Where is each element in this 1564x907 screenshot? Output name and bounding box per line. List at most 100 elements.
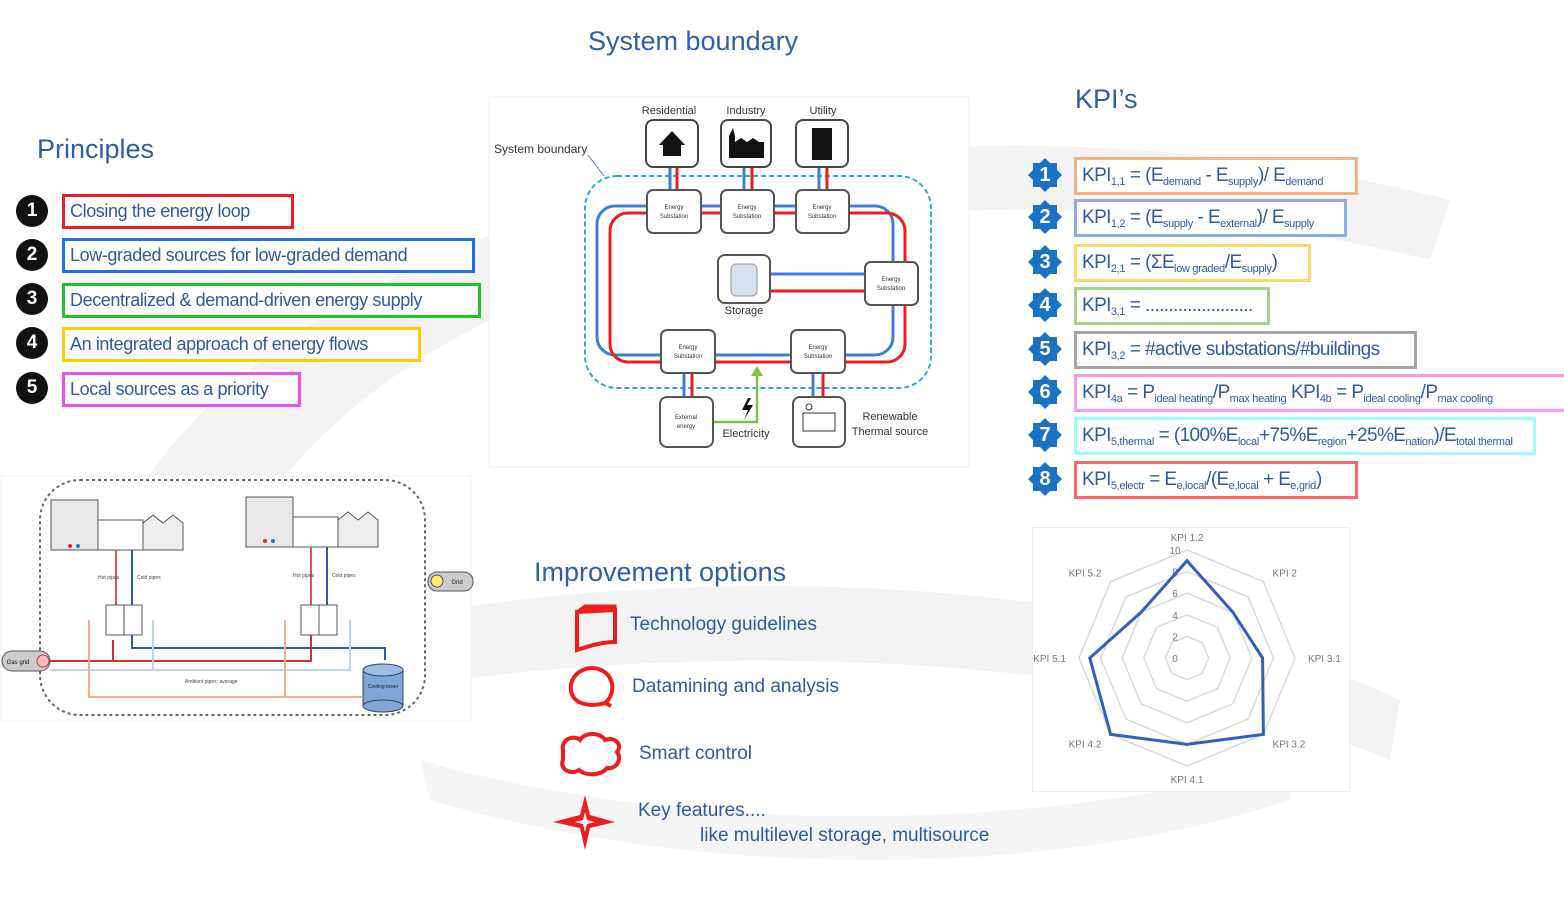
formula-subscript: local — [1237, 436, 1259, 448]
house-icon — [659, 131, 685, 156]
radar-tick-label: 6 — [1172, 589, 1178, 600]
kpi-number: 6 — [1039, 381, 1051, 403]
kpi-number: 3 — [1039, 251, 1051, 273]
external-energy-label-2: energy — [677, 424, 695, 430]
formula-text: = P — [1122, 382, 1155, 403]
cold-pipes-label-2: Cold pipes — [332, 573, 356, 579]
heat-exchangers — [105, 604, 338, 636]
electricity-arrow-icon — [751, 366, 763, 376]
pipes — [50, 547, 386, 698]
star-badge-icon — [1028, 418, 1062, 452]
svg-text:Substation: Substation — [808, 214, 836, 220]
principle-4: An integrated approach of energy flows — [62, 327, 421, 362]
formula-text: - E — [1200, 165, 1229, 186]
formula-subscript: supply — [1241, 263, 1272, 275]
formula-text: = #active substations/#buildings — [1125, 339, 1380, 360]
improvement-options-title: Improvement options — [534, 557, 787, 587]
factory-icon — [729, 128, 764, 158]
formula-subscript: max cooling — [1437, 393, 1493, 405]
radar-grid-ring — [1142, 613, 1232, 703]
principle-number-1: 1 — [16, 195, 48, 227]
formula-subscript: 4b — [1319, 393, 1332, 405]
star-badge-icon — [1028, 288, 1062, 322]
radar-axis-label: KPI 4.2 — [1069, 740, 1102, 751]
kpi-badge-6: 6 — [1028, 375, 1062, 409]
formula-subscript: e,local — [1228, 480, 1259, 492]
formula-text: = P — [1331, 382, 1364, 403]
formula-subscript: e,grid — [1290, 480, 1316, 492]
formula-subscript: region — [1317, 436, 1347, 448]
kpi-number: 2 — [1039, 206, 1051, 228]
formula-text: KPI — [1082, 425, 1111, 446]
hot-pipes-label-2: Hot pipes — [293, 573, 315, 579]
principle-3: Decentralized & demand-driven energy sup… — [62, 283, 481, 318]
principles-title: Principles — [37, 134, 155, 164]
storage-tank-icon — [730, 263, 758, 297]
formula-subscript: nation — [1405, 436, 1434, 448]
svg-text:Energy: Energy — [678, 345, 697, 351]
improvement-icons — [553, 604, 622, 850]
consumer-label-industry: Industry — [726, 105, 766, 117]
hot-pipes-label: Hot pipes — [98, 575, 120, 581]
improvement-key-features-detail: like multilevel storage, multisource — [700, 825, 990, 846]
formula-subscript: total thermal — [1456, 436, 1513, 448]
formula-subscript: 5,electr — [1110, 480, 1145, 492]
principle-number-3: 3 — [16, 283, 48, 315]
network-diagram: Hot pipes Cold pipes Hot pipes Cold pipe… — [0, 475, 474, 722]
branch-pipes — [668, 166, 829, 397]
svg-text:Substation: Substation — [733, 214, 761, 220]
electricity-label: Electricity — [722, 428, 770, 440]
formula-text: KPI — [1082, 252, 1111, 273]
system-boundary-title: System boundary — [588, 26, 799, 56]
formula-text: = (ΣE — [1125, 252, 1175, 273]
formula-text: KPI — [1082, 207, 1111, 228]
gas-grid-pipe — [1, 650, 51, 672]
formula-subscript: low graded — [1174, 263, 1225, 275]
consumer-label-residential: Residential — [642, 105, 696, 117]
radar-axis-label: KPI 1.2 — [1171, 533, 1204, 544]
formula-subscript: 3,2 — [1110, 350, 1126, 362]
improvement-key-features: Key features.... — [638, 800, 766, 821]
kpi-formula-2: KPI1,2 = (Esupply - Eexternal)/ Esupply — [1074, 199, 1347, 237]
cooling-tower-icon — [362, 663, 404, 713]
radar-point-kpi-1-2 — [1185, 559, 1189, 563]
flame-icon — [36, 654, 50, 668]
formula-subscript: supply — [1162, 218, 1193, 230]
star-badge-icon — [1028, 158, 1062, 192]
svg-text:Substation: Substation — [877, 286, 905, 292]
formula-subscript: demand — [1285, 176, 1324, 188]
storage-label: Storage — [725, 305, 764, 317]
kpi-badge-3: 3 — [1028, 245, 1062, 279]
radar-point-kpi-2 — [1231, 610, 1235, 614]
kpi-formula-7: KPI5,thermal = (100%Elocal+75%Eregion+25… — [1074, 417, 1536, 455]
thermal-source-icon — [802, 412, 836, 432]
formula-text: = (E — [1125, 207, 1164, 228]
star-badge-icon — [1028, 200, 1062, 234]
kpi-formula-5: KPI3,2 = #active substations/#buildings — [1074, 331, 1417, 369]
building-cluster-2 — [245, 496, 379, 548]
formula-subscript: ideal cooling — [1363, 393, 1421, 405]
radar-point-kpi-3-2 — [1261, 732, 1265, 736]
formula-subscript: supply — [1228, 176, 1259, 188]
boundary-pointer — [587, 154, 605, 177]
radar-axis-label: KPI 5.2 — [1069, 568, 1102, 579]
kpi-formula-1: KPI1,1 = (Edemand - Esupply)/ Edemand — [1074, 157, 1358, 195]
formula-subscript: e,local — [1176, 480, 1207, 492]
radar-grid-ring — [1164, 635, 1210, 681]
cold-pipes-label: Cold pipes — [137, 575, 161, 581]
renewable-label: Renewable — [862, 411, 917, 423]
kpi-formula-8: KPI5,electr = Ee,local/(Ee,local + Ee,gr… — [1074, 461, 1358, 499]
formula-subscript: 3,1 — [1110, 306, 1126, 318]
kpi-badge-5: 5 — [1028, 332, 1062, 366]
formula-text: )/ E — [1258, 165, 1286, 186]
radar-axis-label: KPI 3.1 — [1308, 654, 1341, 665]
kpi-number: 1 — [1039, 164, 1051, 186]
star-badge-icon — [1028, 332, 1062, 366]
lightning-icon — [742, 398, 753, 420]
improvement-technology-guidelines: Technology guidelines — [630, 614, 817, 635]
principle-number-5: 5 — [16, 372, 48, 404]
renewable-box — [792, 396, 846, 448]
building-cluster-1 — [50, 499, 184, 551]
